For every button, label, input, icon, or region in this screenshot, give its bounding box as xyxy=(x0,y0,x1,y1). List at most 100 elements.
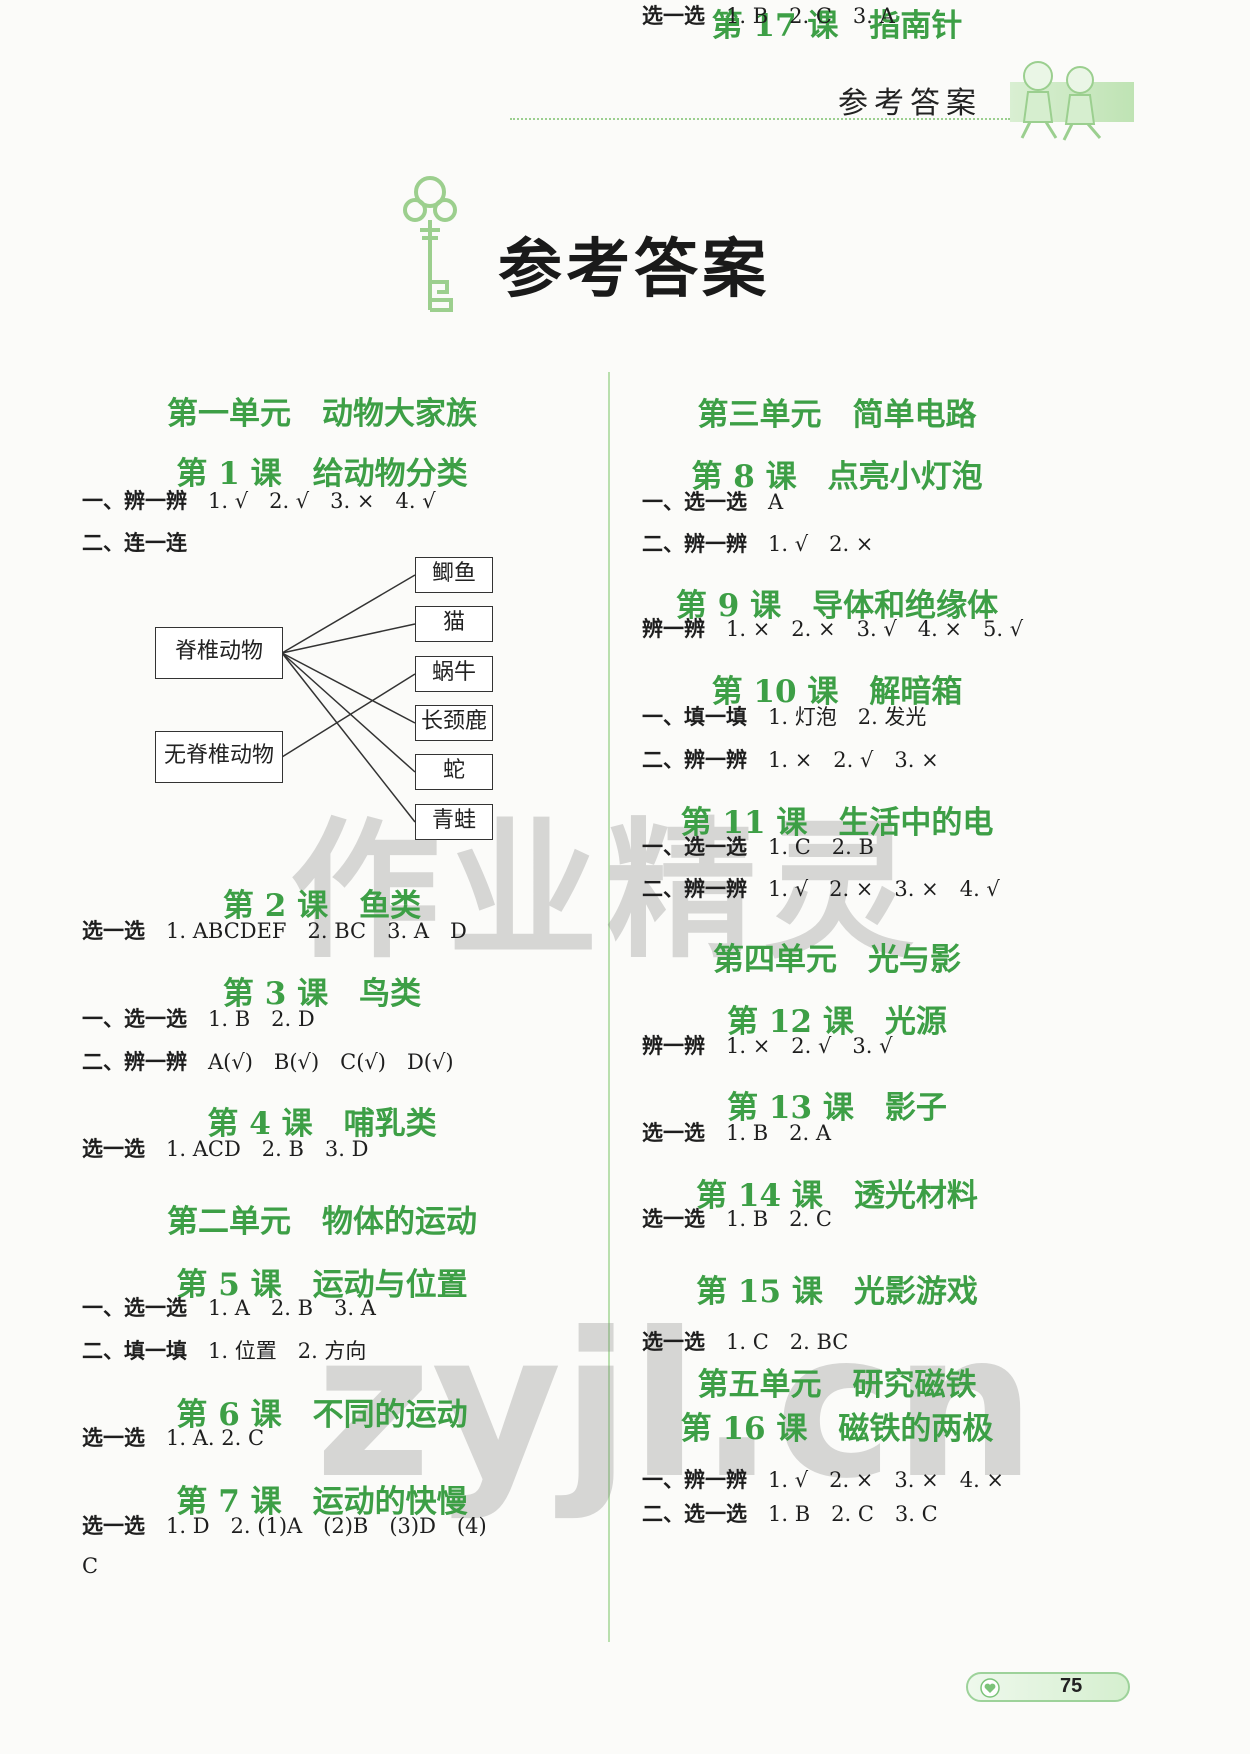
answer-row: 二、辨一辨 1. √ 2. × xyxy=(642,528,873,558)
answer-row: 辨一辨 1. × 2. × 3. √ 4. × 5. √ xyxy=(642,613,1023,643)
diagram-left-box: 脊椎动物 xyxy=(155,627,283,679)
answer-row: 二、辨一辨 1. × 2. √ 3. × xyxy=(642,744,939,774)
question-type-label: 二、选一选 xyxy=(642,1501,747,1526)
question-type-label: 二、辨一辨 xyxy=(82,1049,187,1074)
lesson-heading: 第 14 课 透光材料 xyxy=(696,1178,978,1214)
answer-text: A(√) B(√) C(√) D(√) xyxy=(208,1050,454,1074)
question-type-label: 二、辨一辨 xyxy=(642,876,747,901)
answer-text: 1. √ 2. × 3. × 4. × xyxy=(768,1468,1005,1492)
answer-row: 一、选一选 1. C 2. B xyxy=(642,831,874,861)
answer-row: 选一选 1. ACD 2. B 3. D xyxy=(82,1133,368,1163)
diagram-right-box: 长颈鹿 xyxy=(415,705,493,741)
lesson-heading: 第 11 课 生活中的电 xyxy=(680,805,994,841)
question-type-label: 选一选 xyxy=(642,1120,705,1145)
answer-text: 1. B 2. A xyxy=(726,1121,832,1145)
page-title: 参考答案 xyxy=(498,232,770,307)
answer-text: 1. × 2. √ 3. × xyxy=(768,748,939,772)
lesson-heading: 第 13 课 影子 xyxy=(727,1090,947,1126)
answer-row: 二、辨一辨 1. √ 2. × 3. × 4. √ xyxy=(642,873,1000,903)
question-type-label: 一、选一选 xyxy=(642,489,747,514)
lesson-heading: 第 9 课 导体和绝缘体 xyxy=(675,588,999,624)
watermark-url: zyjl.cn xyxy=(315,1290,1036,1523)
answer-row: 选一选 1. D 2. (1)A (2)B (3)D (4) xyxy=(82,1510,487,1540)
answer-text: 1. A. 2. C xyxy=(166,1426,265,1450)
answer-text: 1. × 2. √ 3. √ xyxy=(726,1034,893,1058)
answer-row: 一、选一选 A xyxy=(642,486,783,516)
answer-row: 选一选 1. B 2. C xyxy=(642,1203,832,1233)
column-divider xyxy=(608,372,610,1642)
answer-text: 1. C 2. BC xyxy=(726,1330,849,1354)
lesson-heading: 第 8 课 点亮小灯泡 xyxy=(691,459,983,495)
answer-row: 辨一辨 1. × 2. √ 3. √ xyxy=(642,1030,893,1060)
answer-text: 1. ABCDEF 2. BC 3. A D xyxy=(166,919,467,943)
question-type-label: 一、选一选 xyxy=(82,1295,187,1320)
answer-text: 1. D 2. (1)A (2)B (3)D (4) xyxy=(166,1514,487,1538)
question-type-label: 一、填一填 xyxy=(642,704,747,729)
lesson-heading: 第 3 课 鸟类 xyxy=(222,976,422,1012)
key-icon xyxy=(403,176,457,312)
answer-row: 二、填一填 1. 位置 2. 方向 xyxy=(82,1335,366,1365)
answer-row: 一、填一填 1. 灯泡 2. 发光 xyxy=(642,701,926,731)
heart-icon xyxy=(980,1678,1000,1698)
answer-text: 1. B 2. C xyxy=(726,1207,832,1231)
answer-text: 1. √ 2. × xyxy=(768,532,874,556)
answer-text: 1. ACD 2. B 3. D xyxy=(166,1137,369,1161)
lesson-heading: 第 10 课 解暗箱 xyxy=(711,674,963,710)
answer-row: 选一选 1. B 2. A xyxy=(642,1117,831,1147)
header-title: 参考答案 xyxy=(838,86,982,121)
answer-text: 1. C 2. B xyxy=(768,835,874,859)
answer-text: A xyxy=(768,490,784,514)
question-type-label: 选一选 xyxy=(82,1513,145,1538)
lesson-heading: 第 16 课 磁铁的两极 xyxy=(680,1411,994,1447)
answer-row: 一、选一选 1. A 2. B 3. A xyxy=(82,1292,376,1322)
answer-row: 二、辨一辨 A(√) B(√) C(√) D(√) xyxy=(82,1046,454,1076)
answer-text: 1. × 2. × 3. √ 4. × 5. √ xyxy=(726,617,1024,641)
question-type-label: 二、辨一辨 xyxy=(642,531,747,556)
question-type-label: 选一选 xyxy=(82,1136,145,1161)
page-number: 75 xyxy=(1060,1675,1083,1697)
answer-text: 1. B 2. C 3. C xyxy=(768,1502,938,1526)
answer-row: 一、选一选 1. B 2. D xyxy=(82,1003,315,1033)
lesson-heading: 第 4 课 哺乳类 xyxy=(207,1106,437,1142)
question-type-label: 一、选一选 xyxy=(642,834,747,859)
answer-text: 1. 灯泡 2. 发光 xyxy=(768,705,927,729)
answer-row: C xyxy=(82,1553,98,1578)
diagram-right-box: 蛇 xyxy=(415,754,493,790)
unit-heading: 第二单元 物体的运动 xyxy=(167,1204,477,1240)
diagram-right-box: 蜗牛 xyxy=(415,656,493,692)
question-type-label: 辨一辨 xyxy=(642,616,705,641)
answer-row: 一、辨一辨 1. √ 2. × 3. × 4. × xyxy=(642,1464,1004,1494)
header-rule xyxy=(510,118,1010,120)
question-type-label: 选一选 xyxy=(82,1425,145,1450)
lesson-heading: 第 12 课 光源 xyxy=(727,1004,947,1040)
answer-row: 二、连一连 xyxy=(82,527,208,557)
diagram-left-box: 无脊椎动物 xyxy=(155,731,283,783)
answer-row: 二、选一选 1. B 2. C 3. C xyxy=(642,1498,938,1528)
answer-text: C xyxy=(82,1554,99,1578)
question-type-label: 二、连一连 xyxy=(82,530,187,555)
answer-text: 1. √ 2. × 3. × 4. √ xyxy=(768,877,1000,901)
unit-heading: 第五单元 研究磁铁 xyxy=(697,1367,977,1403)
answer-text: 1. B 2. C 3. A xyxy=(726,4,895,28)
lesson-heading: 第 15 课 光影游戏 xyxy=(696,1274,978,1310)
children-illustration-icon xyxy=(1020,61,1102,141)
watermark-text: 作业精灵 xyxy=(290,805,923,979)
unit-heading: 第四单元 光与影 xyxy=(713,942,961,978)
answer-row: 选一选 1. A. 2. C xyxy=(82,1422,264,1452)
question-type-label: 选一选 xyxy=(642,1206,705,1231)
question-type-label: 一、辨一辨 xyxy=(82,488,187,513)
answer-row: 选一选 1. B 2. C 3. A xyxy=(642,0,895,30)
answer-text: 1. B 2. D xyxy=(208,1007,315,1031)
answer-text: 1. 位置 2. 方向 xyxy=(208,1339,367,1363)
lesson-heading: 第 17 课 指南针 xyxy=(711,8,963,44)
lesson-heading: 第 7 课 运动的快慢 xyxy=(176,1484,468,1520)
answer-row: 选一选 1. C 2. BC xyxy=(642,1326,848,1356)
lesson-heading: 第 2 课 鱼类 xyxy=(222,888,422,924)
question-type-label: 一、辨一辨 xyxy=(642,1467,747,1492)
answer-row: 一、辨一辨 1. √ 2. √ 3. × 4. √ xyxy=(82,485,436,515)
answer-row: 选一选 1. ABCDEF 2. BC 3. A D xyxy=(82,915,467,945)
question-type-label: 一、选一选 xyxy=(82,1006,187,1031)
diagram-right-box: 猫 xyxy=(415,606,493,642)
lesson-heading: 第 1 课 给动物分类 xyxy=(176,456,468,492)
diagram-right-box: 鲫鱼 xyxy=(415,557,493,593)
